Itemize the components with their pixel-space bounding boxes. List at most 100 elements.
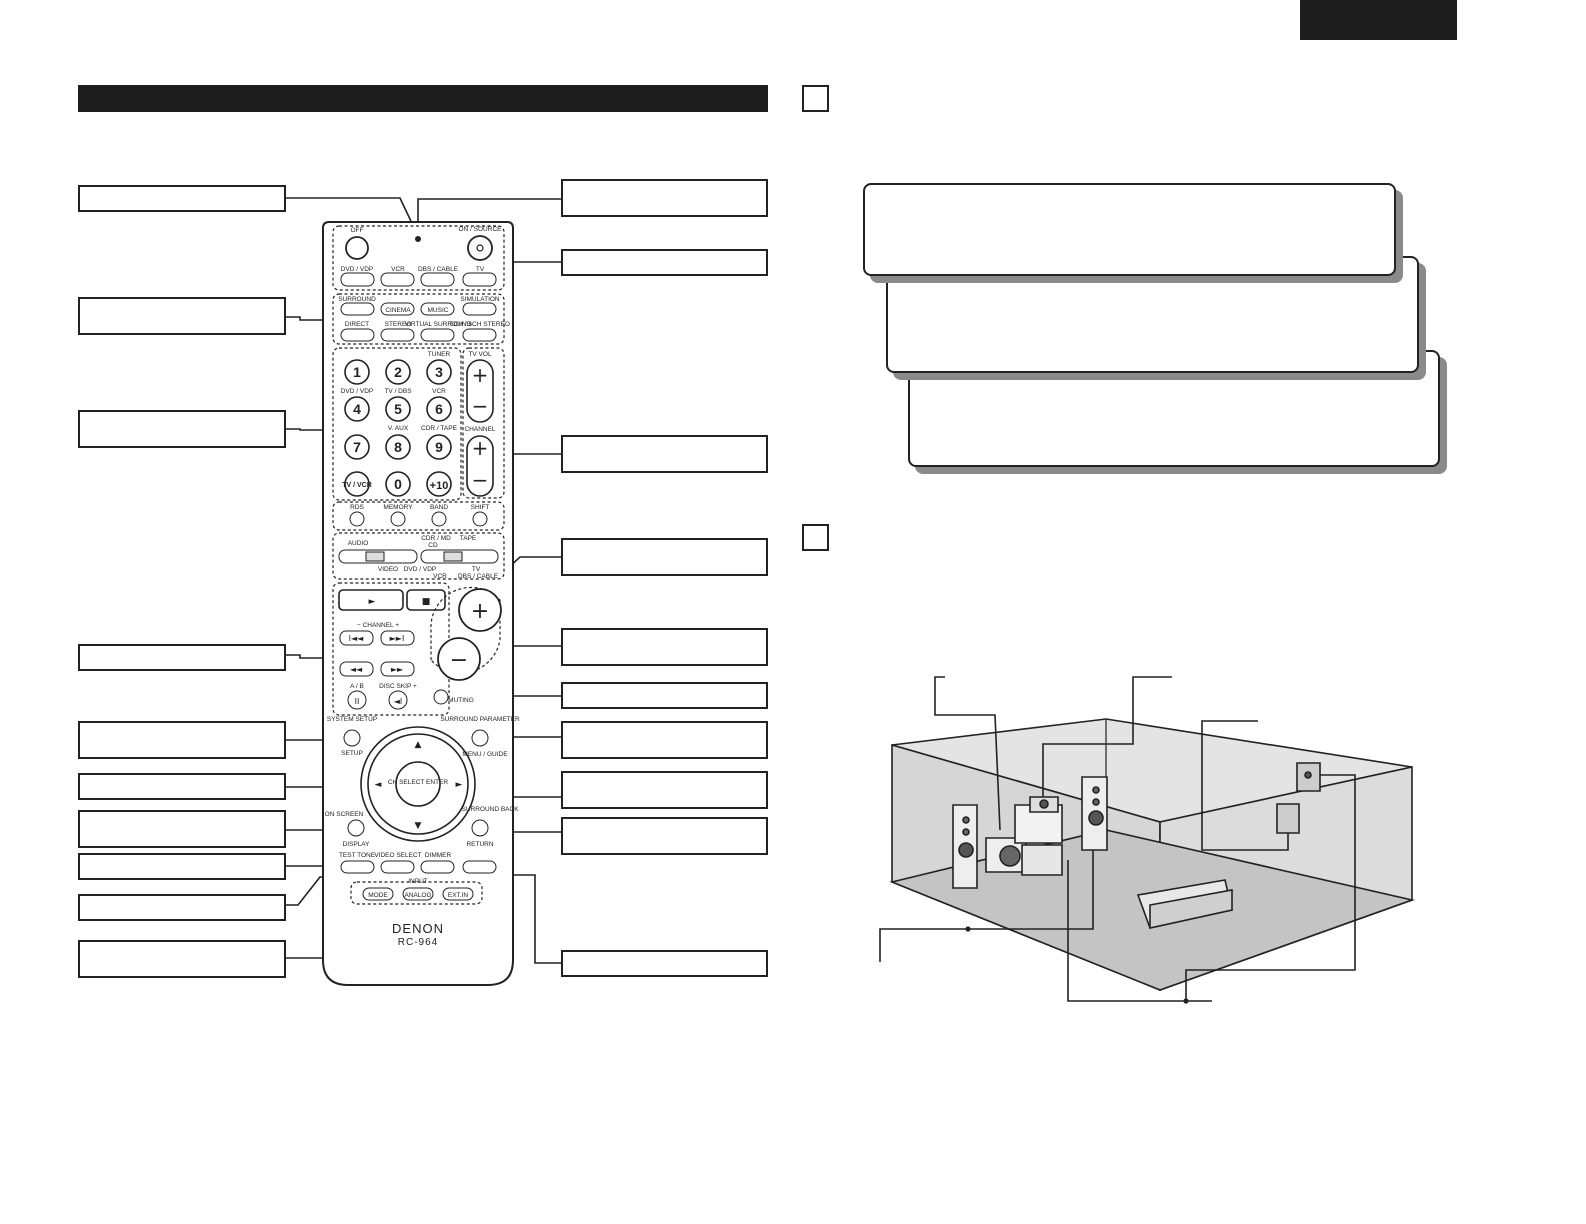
remote-control — [322, 221, 514, 986]
label-box-left-8 — [78, 853, 286, 880]
surround-label: SURROUND — [338, 296, 376, 303]
key-tv-vcr[interactable]: TV / VCR — [342, 482, 372, 489]
shift-label: SHIFT — [471, 504, 490, 511]
num-sub-label: VCR — [432, 388, 446, 395]
analog-button[interactable]: ANALOG — [404, 892, 431, 899]
cinema-button[interactable]: CINEMA — [385, 307, 411, 314]
tv-slider-label: TV — [472, 566, 481, 573]
rewind-button[interactable]: ◄◄ — [350, 665, 363, 674]
key-1[interactable]: 1 — [353, 364, 361, 380]
master-vol-minus-button[interactable]: − — [450, 648, 468, 673]
input-label: INPUT — [408, 878, 428, 885]
key-5[interactable]: 5 — [394, 401, 402, 417]
label-box-right-10 — [561, 950, 768, 977]
fast-forward-button[interactable]: ►► — [391, 665, 404, 674]
video-select-label: VIDEO SELECT — [374, 852, 421, 859]
multich-stereo-label: 5CH / 6CH STEREO — [450, 321, 510, 328]
channel-label: CHANNEL — [464, 426, 495, 433]
reverse-play-button[interactable]: ◄I — [394, 697, 403, 706]
key-8[interactable]: 8 — [394, 439, 402, 455]
dbs-cable-label: DBS / CABLE — [418, 266, 459, 273]
on-screen-label: ON SCREEN — [325, 811, 364, 818]
setup-label: SETUP — [341, 750, 363, 757]
page-language-tab — [1300, 0, 1457, 40]
key-9[interactable]: 9 — [435, 439, 443, 455]
muting-label: MUTING — [448, 697, 474, 704]
label-box-right-8 — [561, 771, 768, 809]
label-box-left-5 — [78, 721, 286, 759]
section-marker-2 — [802, 524, 829, 551]
virtual-surround-label: VIRTUAL SURROUND — [405, 321, 472, 328]
dimmer-label: DIMMER — [425, 852, 452, 859]
label-box-left-9 — [78, 894, 286, 921]
channel-skip-label: − CHANNEL + — [357, 622, 399, 629]
pause-button[interactable]: II — [355, 697, 360, 706]
key-6[interactable]: 6 — [435, 401, 443, 417]
band-label: BAND — [430, 504, 448, 511]
label-box-left-10 — [78, 940, 286, 978]
cursor-right-button[interactable]: ► — [456, 780, 463, 790]
cd-label: CD — [428, 542, 438, 549]
label-box-right-9 — [561, 817, 768, 855]
speaker-room-diagram — [889, 718, 1415, 992]
stop-button[interactable]: ■ — [422, 597, 431, 607]
skip-back-button[interactable]: I◄◄ — [349, 634, 365, 643]
key-3[interactable]: 3 — [435, 364, 443, 380]
direct-label: DIRECT — [345, 321, 369, 328]
memory-label: MEMORY — [383, 504, 413, 511]
channel-minus-icon[interactable]: − — [472, 468, 489, 492]
tv-vol-label: TV VOL — [468, 351, 492, 358]
label-box-left-1 — [78, 185, 286, 212]
label-box-left-2 — [78, 297, 286, 335]
label-box-right-3 — [561, 435, 768, 473]
rds-label: RDS — [350, 504, 364, 511]
vcr-label: VCR — [391, 266, 405, 273]
num-sub-label: V. AUX — [388, 425, 409, 432]
dvd-vdp-slider-label: DVD / VDP — [404, 566, 437, 573]
tv-vol-minus-icon[interactable]: − — [472, 394, 489, 418]
section-marker-1 — [802, 85, 829, 112]
channel-plus-icon[interactable]: + — [472, 436, 489, 460]
skip-forward-button[interactable]: ►►I — [390, 634, 405, 643]
surround-parameter-label: SURROUND PARAMETER — [440, 716, 520, 723]
label-box-right-7 — [561, 721, 768, 759]
cursor-down-button[interactable]: ▼ — [415, 821, 422, 831]
video-label: VIDEO — [378, 566, 398, 573]
surround-back-label: SURROUND BACK — [461, 806, 519, 813]
key-4[interactable]: 4 — [353, 401, 361, 417]
dbs-slider-label: DBS / CABLE — [458, 573, 499, 580]
music-button[interactable]: MUSIC — [428, 307, 449, 314]
stereo-label: STEREO — [385, 321, 412, 328]
label-box-right-4 — [561, 538, 768, 576]
key-0[interactable]: 0 — [394, 476, 402, 492]
cursor-left-button[interactable]: ◄ — [375, 780, 382, 790]
tv-vol-plus-icon[interactable]: + — [472, 363, 489, 387]
play-button[interactable]: ► — [369, 597, 376, 607]
return-label: RETURN — [466, 841, 493, 848]
cursor-up-button[interactable]: ▲ — [415, 740, 422, 750]
tuner-label: TUNER — [428, 351, 451, 358]
audio-label: AUDIO — [348, 540, 369, 547]
ch-select-enter-label: CH SELECT ENTER — [388, 779, 449, 786]
label-box-left-7 — [78, 810, 286, 848]
master-vol-plus-button[interactable]: + — [471, 599, 489, 624]
label-box-left-4 — [78, 644, 286, 671]
note-panel-1 — [863, 183, 1396, 276]
on-source-label: ON / SOURCE — [459, 226, 503, 233]
display-label: DISPLAY — [343, 841, 371, 848]
label-box-left-3 — [78, 410, 286, 448]
ab-label: A / B — [350, 683, 364, 690]
num-sub-label: CDR / TAPE — [421, 425, 458, 432]
vcr-slider-label: VCR — [433, 573, 447, 580]
key-plus10[interactable]: +10 — [430, 480, 449, 492]
tape-label: TAPE — [460, 535, 477, 542]
disc-skip-label: DISC SKIP + — [379, 683, 417, 690]
label-box-right-1 — [561, 179, 768, 217]
ext-in-button[interactable]: EXT.IN — [448, 892, 469, 899]
dvd-vdp-label: DVD / VDP — [341, 266, 374, 273]
mode-button[interactable]: MODE — [368, 892, 388, 899]
label-box-right-6 — [561, 682, 768, 709]
key-7[interactable]: 7 — [353, 439, 361, 455]
key-2[interactable]: 2 — [394, 364, 402, 380]
